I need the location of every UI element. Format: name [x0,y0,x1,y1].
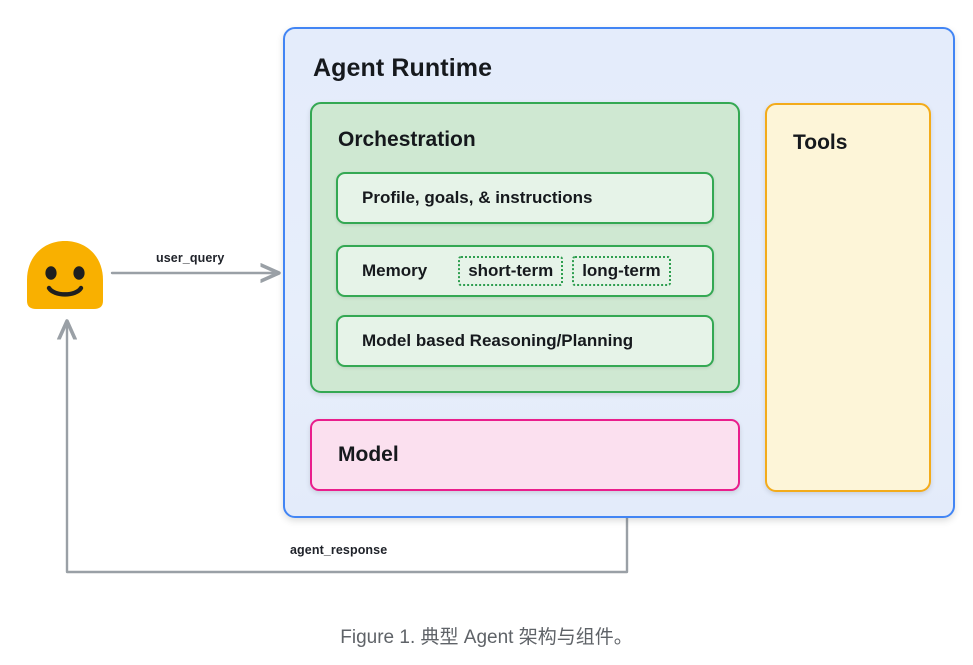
orchestration-row-label: Model based Reasoning/Planning [362,331,634,350]
orchestration-title: Orchestration [338,128,476,151]
orchestration-row-label: Memory [362,261,428,280]
orchestration-row-profile[interactable]: Profile, goals, & instructions [336,172,714,224]
model-label: Model [338,443,399,466]
agent-runtime-title: Agent Runtime [313,54,493,82]
memory-chip-group: short-term long-term [458,255,671,287]
orchestration-row-reasoning[interactable]: Model based Reasoning/Planning [336,315,714,367]
edge-label-user-query: user_query [156,251,225,265]
model-container[interactable]: Model [310,419,740,491]
user-avatar-icon [27,241,103,309]
tools-container[interactable]: Tools [765,103,931,492]
edge-label-agent-response: agent_response [290,543,388,557]
orchestration-row-label: Profile, goals, & instructions [362,188,593,207]
figure-caption: Figure 1. 典型 Agent 架构与组件。 [340,627,633,648]
orchestration-row-memory[interactable]: Memory short-term long-term [336,245,714,297]
memory-chip-long-term[interactable]: long-term [572,255,671,287]
memory-chip-short-term[interactable]: short-term [458,255,564,287]
tools-label: Tools [793,131,848,154]
